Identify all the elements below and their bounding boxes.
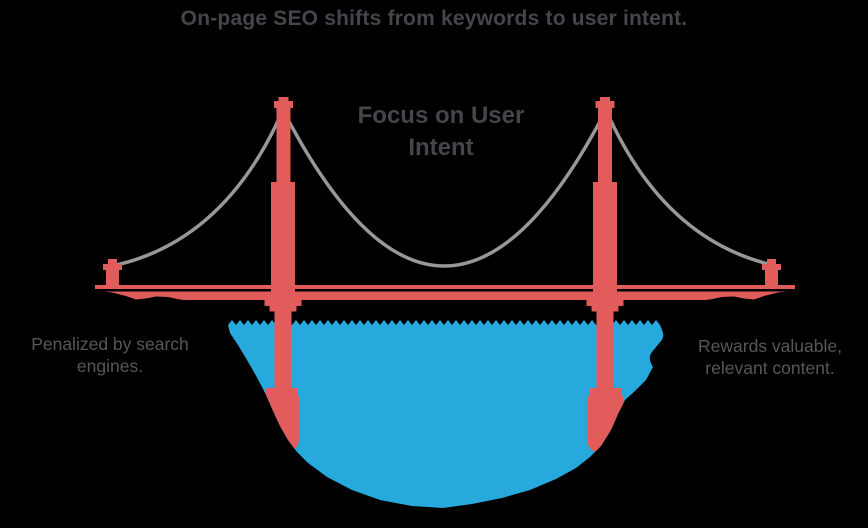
right-label-line2: relevant content. (705, 358, 835, 378)
center-label-line1: Focus on User (357, 102, 525, 129)
left-tower-collar-wide (264, 300, 302, 306)
right-pier-column (596, 311, 614, 396)
right-tower-collar-wide (586, 300, 624, 306)
main-cable (281, 108, 608, 268)
right-tower-collar-narrow (591, 306, 619, 312)
right-tower-finial (600, 97, 610, 102)
left-pier-column (274, 311, 292, 396)
deck-roadway (95, 285, 795, 289)
right-tower-cap (595, 101, 615, 108)
left-pier-footing (263, 396, 299, 453)
right-pylon-post (765, 270, 778, 286)
water (228, 325, 664, 508)
right-label: Rewards valuable, relevant content. (670, 335, 868, 379)
left-tower-collar-narrow (269, 306, 297, 312)
left-tower-cap (274, 101, 293, 108)
left-tower-upper-column (276, 107, 291, 184)
right-pylon-finial (767, 259, 776, 264)
deck-girder (95, 291, 795, 300)
left-label-line2: engines. (76, 356, 144, 376)
left-tower (264, 97, 302, 312)
right-pier-footing (587, 396, 623, 453)
center-label-line2: Intent (408, 134, 474, 161)
left-shore (95, 290, 198, 302)
left-tower-lower-column (271, 182, 295, 303)
left-pylon-post (106, 270, 119, 286)
right-side-cable (604, 108, 779, 268)
water-waves (228, 320, 660, 325)
left-side-cable (110, 108, 285, 268)
left-label: Penalized by search engines. (10, 333, 210, 377)
right-tower (586, 97, 624, 312)
right-label-line1: Rewards valuable, (698, 336, 842, 356)
left-pylon-cap (103, 264, 122, 270)
left-anchor-pylon (103, 259, 122, 286)
right-tower-lower-column (593, 182, 617, 303)
right-tower-upper-column (598, 107, 612, 184)
page-title: On-page SEO shifts from keywords to user… (180, 7, 688, 30)
right-shore (692, 290, 795, 302)
left-tower-finial (278, 97, 289, 102)
right-anchor-pylon (762, 259, 781, 286)
center-label: Focus on User Intent (281, 100, 601, 164)
left-label-line1: Penalized by search (31, 334, 189, 354)
left-pylon-finial (108, 259, 117, 264)
right-pylon-cap (762, 264, 781, 270)
